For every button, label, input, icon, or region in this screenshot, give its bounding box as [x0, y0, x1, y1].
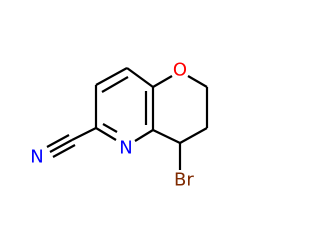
- triple-bond-2: [46, 134, 70, 148]
- chemical-structure: N N O Br: [30, 60, 209, 191]
- bond-c1-o: [152, 75, 173, 88]
- ring-oxygen-label: O: [173, 60, 187, 81]
- bond-c4-n5-inner: [102, 123, 118, 133]
- bond-n5-c6: [134, 129, 154, 142]
- triple-bond-1: [49, 139, 73, 153]
- bond-o-ch2: [187, 75, 208, 88]
- bond-ch2-cbr: [179, 127, 208, 144]
- nitrile-nitrogen-label: N: [30, 147, 43, 168]
- triple-bond-3: [52, 144, 76, 158]
- bond-c-cn: [71, 127, 97, 141]
- bromine-label: Br: [174, 170, 194, 191]
- bond-c2-c3-inner: [101, 76, 129, 93]
- pyridine-nitrogen-label: N: [119, 138, 132, 159]
- bond-c4-n5: [95, 127, 117, 141]
- bond-c1-c2: [126, 67, 154, 88]
- bond-c2-c3: [95, 67, 128, 86]
- bond-cbr-c6: [152, 129, 181, 144]
